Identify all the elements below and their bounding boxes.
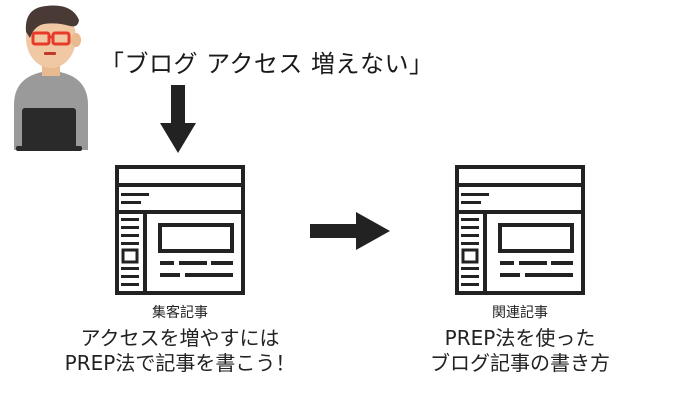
left-article-title-line1: アクセスを増やすには [80, 326, 280, 350]
left-article-title-line2: PREP法で記事を書こう！ [64, 351, 296, 375]
right-article-title-line2: ブログ記事の書き方 [430, 351, 610, 375]
article-page-icon [115, 165, 245, 295]
article-page-icon [455, 165, 585, 295]
left-article-category-label: 集客記事 [152, 305, 208, 321]
right-arrow-icon [310, 212, 390, 250]
down-arrow-icon [160, 85, 196, 153]
right-article-category-label: 関連記事 [492, 305, 548, 321]
right-article-title-line1: PREP法を使った [444, 326, 596, 350]
person-with-laptop-icon [14, 5, 88, 151]
search-query-text: 「ブログ アクセス 増えない」 [100, 50, 434, 78]
